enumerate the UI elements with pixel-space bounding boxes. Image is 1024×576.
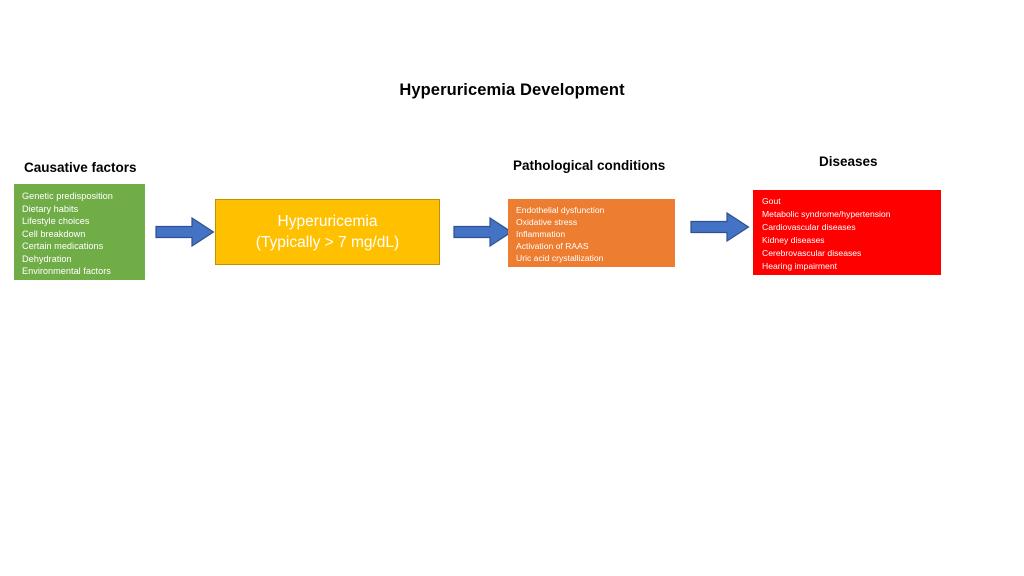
hyperuricemia-line-1: Hyperuricemia <box>277 213 378 230</box>
list-item: Dehydration <box>22 253 72 264</box>
heading-diseases: Diseases <box>819 154 878 169</box>
page-title: Hyperuricemia Development <box>399 81 625 99</box>
list-item: Activation of RAAS <box>516 241 589 252</box>
arrow-pathological-to-diseases-icon <box>690 210 750 244</box>
list-item: Dietary habits <box>22 203 79 214</box>
box-causative-factors: Genetic predisposition Dietary habits Li… <box>14 184 145 280</box>
list-item: Oxidative stress <box>516 217 578 228</box>
list-item: Certain medications <box>22 241 104 251</box>
list-item: Lifestyle choices <box>22 216 90 226</box>
list-item: Uric acid crystallization <box>516 253 604 264</box>
arrow-causative-to-hyperuricemia-icon <box>155 215 215 249</box>
pathological-conditions-list: Endothelial dysfunction Oxidative stress… <box>516 204 675 264</box>
box-pathological-conditions: Endothelial dysfunction Oxidative stress… <box>508 199 675 267</box>
list-item: Metabolic syndrome/hypertension <box>762 209 891 219</box>
causative-factors-list: Genetic predisposition Dietary habits Li… <box>22 190 145 278</box>
list-item: Genetic predisposition <box>22 191 113 201</box>
list-item: Cardiovascular diseases <box>762 222 856 232</box>
list-item: Inflammation <box>516 229 566 240</box>
arrow-hyperuricemia-to-pathological-icon <box>453 215 513 249</box>
heading-pathological-conditions: Pathological conditions <box>513 158 666 173</box>
heading-causative-factors: Causative factors <box>24 160 137 175</box>
box-hyperuricemia: Hyperuricemia (Typically > 7 mg/dL) <box>215 199 440 265</box>
hyperuricemia-line-2: (Typically > 7 mg/dL) <box>255 234 400 251</box>
list-item: Endothelial dysfunction <box>516 205 605 215</box>
list-item: Cell breakdown <box>22 228 86 239</box>
list-item: Cerebrovascular diseases <box>762 248 862 258</box>
list-item: Hearing impairment <box>762 261 837 271</box>
list-item: Environmental factors <box>22 266 111 276</box>
box-diseases: Gout Metabolic syndrome/hypertension Car… <box>753 190 941 275</box>
list-item: Gout <box>762 196 781 206</box>
list-item: Kidney diseases <box>762 235 825 245</box>
diseases-list: Gout Metabolic syndrome/hypertension Car… <box>762 195 941 273</box>
